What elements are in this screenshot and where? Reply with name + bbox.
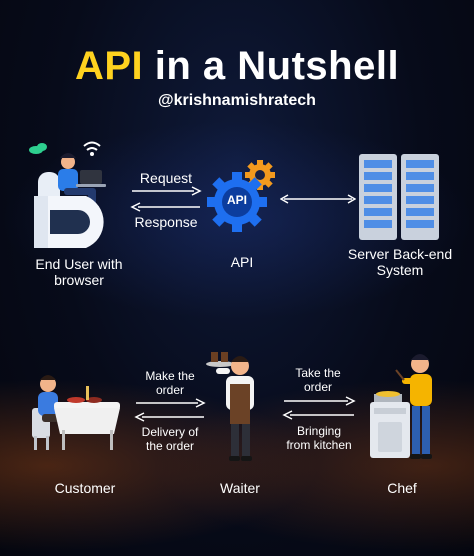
bringing-line2: from kitchen [286,438,352,452]
author-handle: @krishnamishratech [158,92,316,109]
api-server-arrow [280,194,356,204]
customer-label: Customer [54,480,116,496]
waiter-illustration [204,348,272,466]
server-icon [357,152,443,242]
server-label-line1: Server Back-end [347,246,453,262]
make-order-line2: order [155,383,184,397]
make-order-label: Make the order [134,369,206,397]
waiter-label: Waiter [220,480,260,496]
response-arrow [130,202,202,212]
make-order-arrow [134,398,206,408]
end-user-label-line2: browser [54,272,104,288]
take-order-label: Take the order [280,366,356,394]
wifi-icon [83,141,101,156]
bringing-line1: Bringing [296,424,342,438]
title-rest: in a Nutshell [143,44,400,88]
bringing-label: Bringing from kitchen [274,424,364,452]
page-title: API in a Nutshell [0,44,474,89]
delivery-label: Delivery of the order [134,425,206,453]
make-order-line1: Make the [145,369,195,383]
end-user-label-line1: End User with [35,256,123,272]
take-order-arrow [282,396,356,406]
request-arrow [130,186,202,196]
cloud-icon [29,143,47,154]
api-gear-icon [203,158,279,238]
server-label-line2: System [376,262,424,278]
delivery-line2: the order [145,439,195,453]
delivery-line1: Delivery of [141,425,199,439]
end-user-label: End User with browser [14,256,144,288]
take-order-line1: Take the [295,366,341,380]
end-user-illustration [24,138,134,250]
bringing-arrow [282,410,356,420]
chef-illustration [368,350,444,466]
response-label: Response [134,214,198,230]
customer-illustration [28,368,124,452]
title-highlight: API [74,44,144,88]
api-gear-text: API [226,193,247,207]
api-label: API [230,254,254,270]
take-order-line2: order [303,380,332,394]
server-label: Server Back-end System [330,246,470,278]
delivery-arrow [134,412,206,422]
chef-label: Chef [387,480,417,496]
request-label: Request [139,170,193,186]
